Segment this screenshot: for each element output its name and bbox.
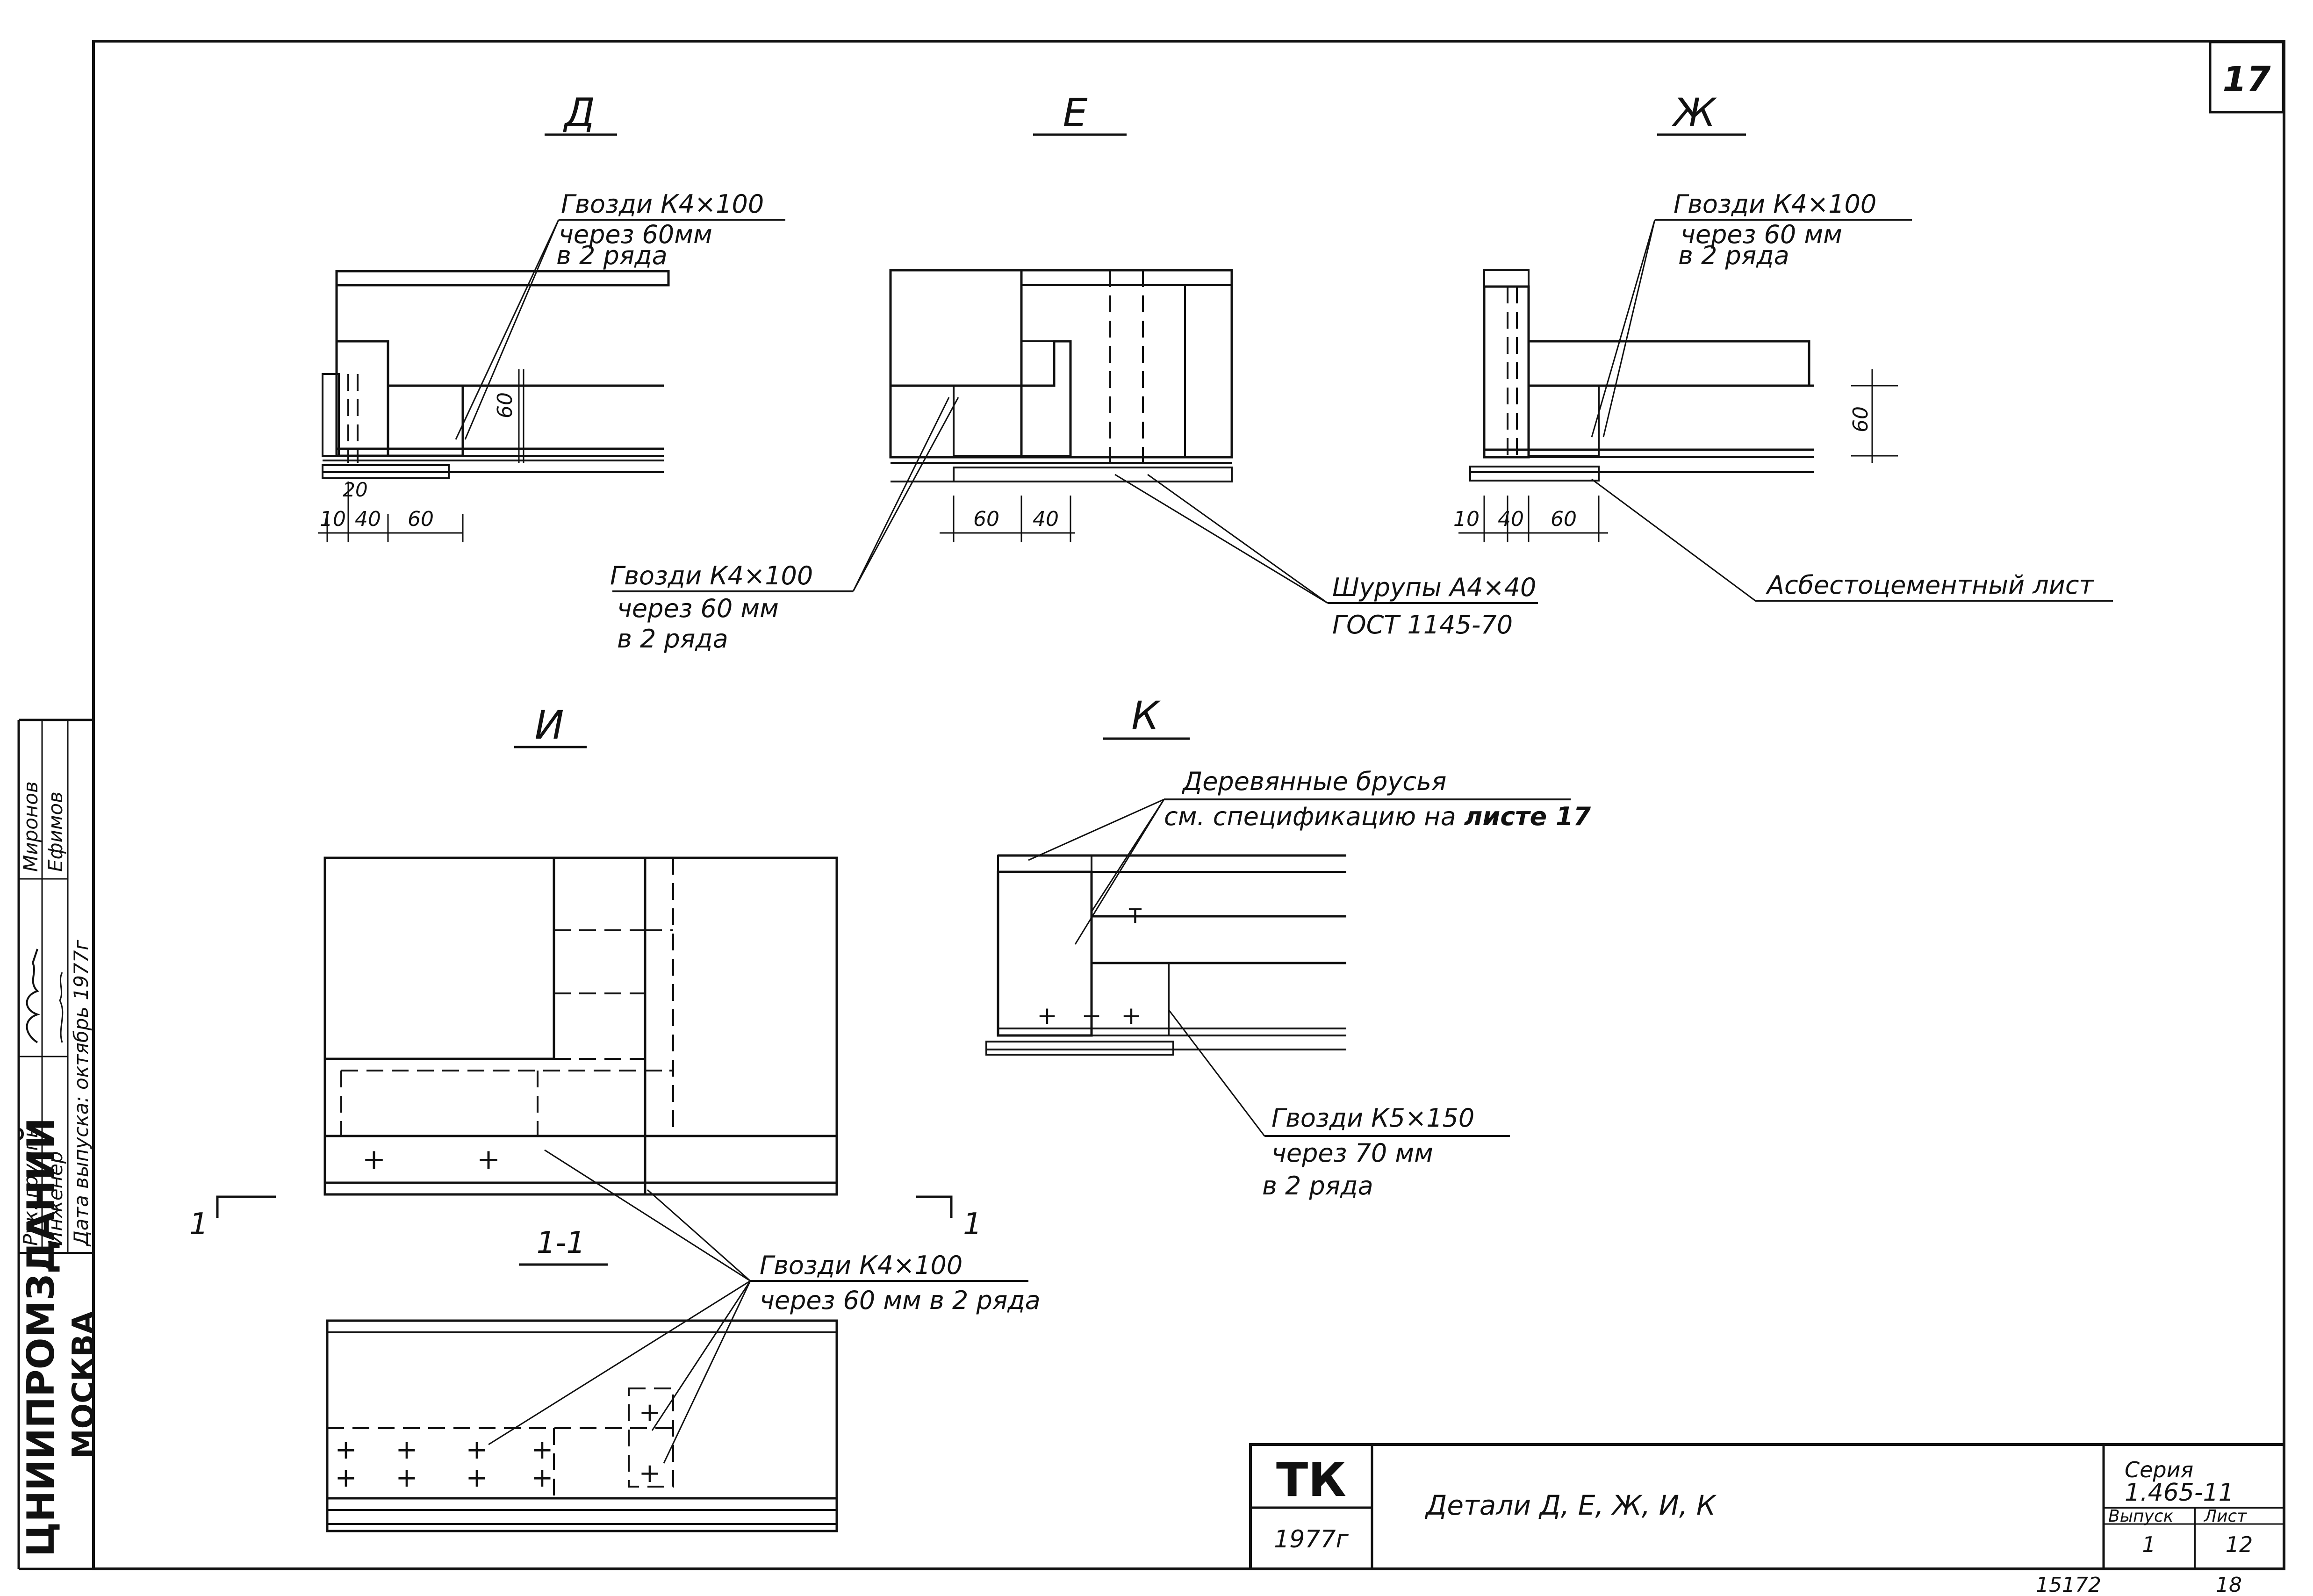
svg-text:+: + — [335, 1435, 357, 1465]
detail-k-nails1: Гвозди К5×150 — [1271, 1103, 1474, 1133]
side-stamp: ЦНИИПРОМЗДАНИЙ МОСКВА Рук. группы Инжене… — [17, 719, 101, 1570]
section-1-1-title: 1-1 — [537, 1226, 586, 1260]
issue-label: Выпуск — [2108, 1507, 2174, 1526]
detail-k-nails2: через 70 мм — [1271, 1138, 1433, 1168]
detail-d-dim-20: 20 — [343, 478, 367, 501]
detail-k-nails3: в 2 ряда — [1262, 1171, 1373, 1201]
detail-e-title: Е — [1063, 90, 1087, 136]
page-number: 17 — [2223, 59, 2271, 100]
detail-zh-asbestos-label: Асбестоцементный лист — [1766, 570, 2095, 600]
detail-i: И + + 1 1 1-1 + + — [189, 702, 1041, 1532]
detail-d-note2: через 60мм — [559, 220, 712, 249]
detail-d-dim-v60: 60 — [493, 392, 517, 418]
issue-value: 1 — [2142, 1532, 2155, 1557]
svg-text:+: + — [466, 1463, 488, 1493]
detail-i-note2: через 60 мм в 2 ряда — [760, 1286, 1041, 1315]
detail-zh-dim-60: 60 — [1551, 507, 1577, 531]
detail-e-nails2: через 60 мм — [617, 594, 779, 623]
detail-k-beams-ref-pre: см. спецификацию на — [1164, 802, 1464, 831]
detail-e-dim-60: 60 — [973, 507, 999, 531]
stamp-role-2: Инженер — [44, 1151, 67, 1246]
detail-zh-note2: через 60 мм — [1681, 220, 1842, 249]
stamp-org-name: ЦНИИПРОМЗДАНИЙ — [19, 1118, 63, 1557]
detail-zh-dim-10: 10 — [1453, 507, 1480, 531]
svg-text:+: + — [396, 1435, 418, 1465]
svg-text:+: + — [466, 1435, 488, 1465]
detail-i-note1: Гвозди К4×100 — [760, 1251, 963, 1280]
detail-d-dim-10: 10 — [320, 507, 346, 531]
title-description: Детали Д, Е, Ж, И, К — [1424, 1489, 1717, 1521]
footer-archive-number: 15172 — [2036, 1573, 2101, 1596]
series-label: Серия — [2125, 1457, 2193, 1482]
detail-d-note1: Гвозди К4×100 — [561, 189, 764, 219]
svg-text:+: + — [1081, 1002, 1102, 1030]
detail-zh-dim-40: 40 — [1498, 507, 1524, 531]
detail-e-nails1: Гвозди К4×100 — [610, 561, 813, 590]
detail-k-beams-ref-sheet: листе 17 — [1464, 802, 1591, 831]
signature-1 — [26, 949, 41, 1043]
detail-k-title: К — [1131, 693, 1161, 739]
sheet-label: Лист — [2203, 1507, 2247, 1526]
svg-text:+: + — [1037, 1002, 1057, 1030]
svg-text:+: + — [362, 1143, 386, 1176]
detail-zh: Ж Гвозди К4×100 через 60 мм в 2 ряда Асб… — [1453, 90, 2113, 602]
stamp-name-1: Миронов — [19, 781, 42, 872]
signature-2 — [59, 972, 64, 1043]
footer-page-number: 18 — [2216, 1573, 2242, 1596]
section-cut-right: 1 — [963, 1207, 982, 1242]
detail-k-beams-label: Деревянные брусья — [1182, 767, 1446, 796]
detail-d-dim-40: 40 — [355, 507, 381, 531]
title-code: ТК — [1276, 1452, 1346, 1507]
detail-i-title: И — [535, 702, 564, 748]
svg-text:+: + — [396, 1463, 418, 1493]
title-block: ТК 1977г Детали Д, Е, Ж, И, К Серия 1.46… — [1249, 1443, 2285, 1570]
svg-text:+: + — [1121, 1002, 1142, 1030]
detail-k-beams-ref: см. спецификацию на листе 17 — [1164, 802, 1591, 831]
detail-e-dim-40: 40 — [1033, 507, 1059, 531]
detail-d: Д Гвозди К4×100 через 60мм в 2 ряда 60 2… — [318, 90, 785, 542]
svg-text:+: + — [335, 1463, 357, 1493]
detail-e-screws2: ГОСТ 1145-70 — [1332, 610, 1513, 640]
detail-d-title: Д — [562, 90, 595, 136]
stamp-role-3: Дата выпуска: октябрь 1977г — [70, 940, 93, 1247]
series-value: 1.465-11 — [2125, 1479, 2234, 1507]
stamp-role-1: Рук. группы — [19, 1122, 42, 1246]
stamp-org-city: МОСКВА — [66, 1311, 101, 1459]
svg-text:T: T — [1128, 905, 1142, 928]
detail-e-screws1: Шурупы А4×40 — [1332, 573, 1536, 602]
detail-zh-title: Ж — [1671, 90, 1717, 136]
detail-e: Е Гвозди К4×100 через 60 мм в 2 ряда Шур… — [610, 90, 1538, 654]
title-year: 1977г — [1274, 1525, 1349, 1553]
detail-zh-note1: Гвозди К4×100 — [1674, 189, 1876, 219]
detail-d-dim-60: 60 — [408, 507, 434, 531]
stamp-name-2: Ефимов — [44, 791, 67, 872]
svg-text:+: + — [532, 1463, 553, 1493]
detail-zh-dim-v60: 60 — [1849, 406, 1873, 432]
svg-text:+: + — [477, 1143, 500, 1176]
svg-text:+: + — [532, 1435, 553, 1465]
detail-d-note3: в 2 ряда — [556, 241, 668, 270]
detail-k: К T + + + Деревянные брусья см. специфик… — [985, 693, 1591, 1201]
detail-e-nails3: в 2 ряда — [617, 624, 728, 654]
detail-zh-note3: в 2 ряда — [1678, 241, 1789, 270]
section-cut-left: 1 — [189, 1207, 208, 1242]
sheet-frame: 17 — [92, 40, 2285, 1570]
svg-text:+: + — [639, 1458, 661, 1488]
sheet-value: 12 — [2226, 1532, 2253, 1557]
